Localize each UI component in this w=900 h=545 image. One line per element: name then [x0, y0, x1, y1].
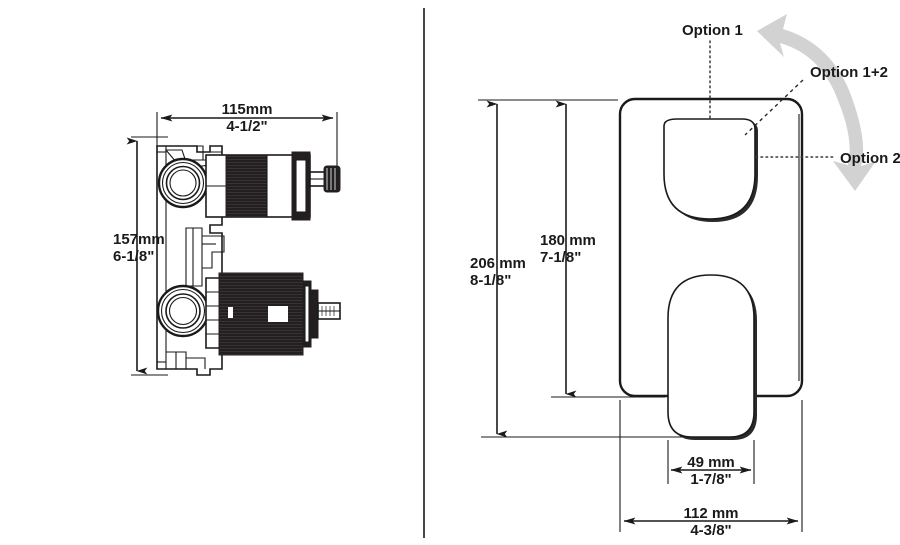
extension-lines-bottom: [619, 400, 803, 532]
lower-inlet-port: [156, 284, 210, 338]
dimension-label-115mm: 115mm 4-1/2": [222, 101, 273, 135]
lower-cartridge: [205, 272, 341, 356]
dimension-label-180mm-in: 7-1/8": [540, 249, 581, 266]
dimension-label-157mm-in: 6-1/8": [113, 248, 154, 265]
dimension-label-206mm-in: 8-1/8": [470, 272, 511, 289]
dimension-label-49mm-mm: 49 mm: [687, 454, 735, 471]
upper-cartridge: [205, 151, 341, 221]
option-swap-curved-arrow: [757, 14, 876, 191]
dimension-label-49mm: 49 mm 1-7/8": [687, 454, 735, 488]
dimension-line-206mm: [481, 100, 700, 438]
upper-handle: [663, 118, 758, 222]
upper-inlet-port: [157, 157, 209, 209]
dimension-label-206mm: 206 mm 8-1/8": [470, 255, 526, 289]
lower-handle: [667, 274, 757, 440]
dimension-label-112mm-in: 4-3/8": [690, 522, 731, 539]
dimension-label-115mm-mm: 115mm: [222, 101, 273, 118]
dimension-label-49mm-in: 1-7/8": [690, 471, 731, 488]
valve-body-side-view: [126, 112, 341, 376]
dimension-label-157mm: 157mm 6-1/8": [113, 231, 165, 265]
extension-lines-157: [131, 136, 168, 376]
trim-plate-front-view: [478, 14, 876, 532]
callout-option-2: Option 2: [840, 150, 900, 167]
dimension-label-157mm-mm: 157mm: [113, 231, 165, 248]
callout-option-1-plus-2: Option 1+2: [810, 64, 888, 81]
callout-option-1: Option 1: [682, 22, 743, 39]
dimension-label-206mm-mm: 206 mm: [470, 255, 526, 272]
dimension-label-115mm-in: 4-1/2": [226, 118, 267, 135]
dimension-label-180mm: 180 mm 7-1/8": [540, 232, 596, 266]
dimension-label-112mm-mm: 112 mm: [683, 505, 738, 522]
dimension-label-112mm: 112 mm 4-3/8": [683, 505, 738, 539]
dimension-label-180mm-mm: 180 mm: [540, 232, 596, 249]
